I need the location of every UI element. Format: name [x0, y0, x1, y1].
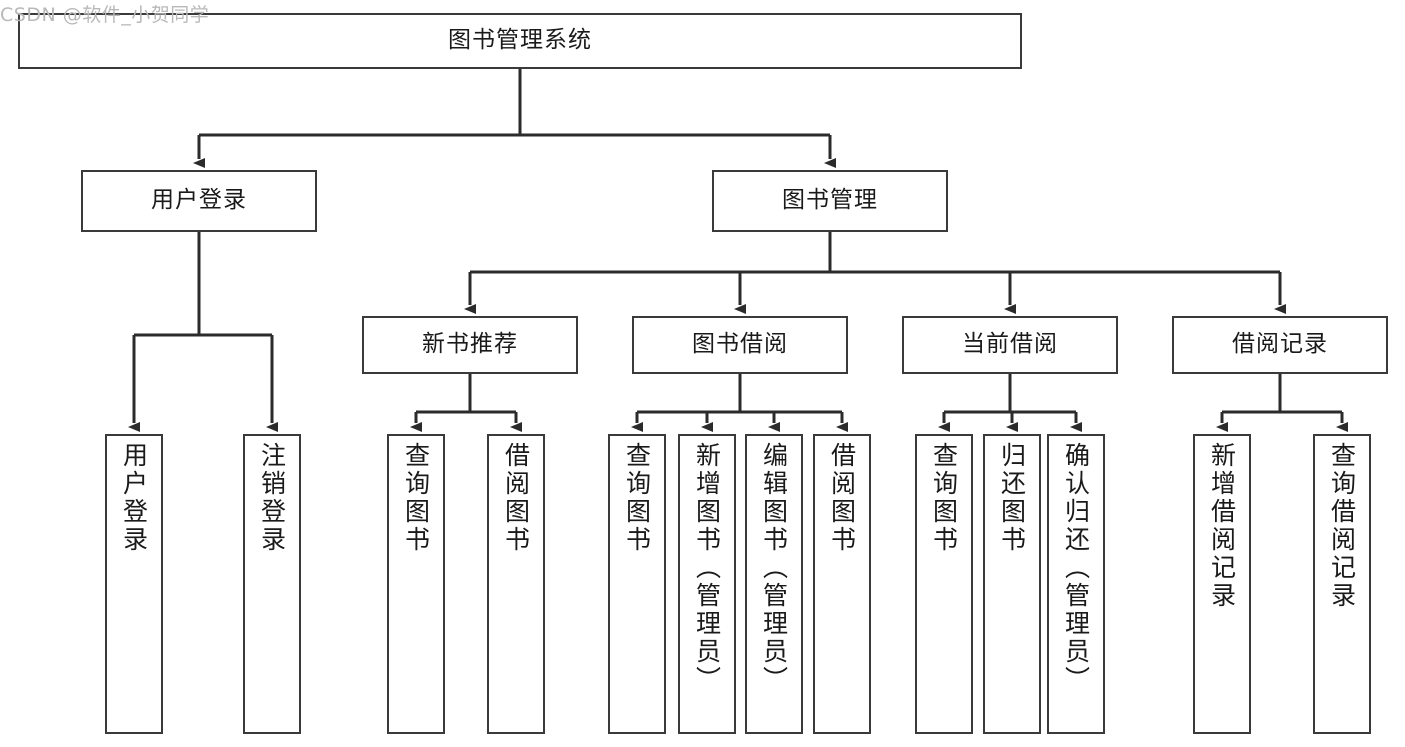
node-leaf-leaf-query-record: 查询借阅记录 — [1313, 434, 1371, 734]
node-leaf-leaf-query-book-3: 查询图书 — [915, 434, 973, 734]
node-level3-current-borrow: 当前借阅 — [902, 316, 1118, 374]
node-label: 编辑图书（管理员） — [759, 442, 789, 694]
node-level3-borrow-record: 借阅记录 — [1172, 316, 1388, 374]
node-leaf-leaf-confirm-return: 确认归还（管理员） — [1047, 434, 1105, 734]
node-label: 归还图书 — [997, 442, 1027, 554]
node-leaf-leaf-return-book: 归还图书 — [983, 434, 1041, 734]
csdn-watermark: CSDN @软件_小贺同学 — [0, 4, 210, 26]
node-leaf-leaf-logout: 注销登录 — [243, 434, 301, 734]
node-leaf-leaf-query-book-2: 查询图书 — [608, 434, 666, 734]
node-label: 用户登录 — [119, 442, 149, 554]
node-label: 查询图书 — [401, 442, 431, 554]
node-label: 新书推荐 — [422, 331, 518, 358]
node-label: 图书借阅 — [692, 331, 788, 358]
node-leaf-leaf-borrow-book-2: 借阅图书 — [813, 434, 871, 734]
node-label: 图书管理系统 — [448, 27, 592, 54]
node-label: 借阅记录 — [1232, 331, 1328, 358]
node-label: 当前借阅 — [962, 331, 1058, 358]
node-leaf-leaf-borrow-book-1: 借阅图书 — [487, 434, 545, 734]
node-level2-book-manage: 图书管理 — [712, 170, 948, 232]
node-label: 借阅图书 — [827, 442, 857, 554]
node-leaf-leaf-edit-book: 编辑图书（管理员） — [745, 434, 803, 734]
node-leaf-leaf-query-book-1: 查询图书 — [387, 434, 445, 734]
node-label: 查询图书 — [929, 442, 959, 554]
node-leaf-leaf-add-book: 新增图书（管理员） — [678, 434, 736, 734]
node-leaf-leaf-add-record: 新增借阅记录 — [1193, 434, 1251, 734]
node-root-root: 图书管理系统 — [18, 13, 1022, 69]
node-label: 查询图书 — [622, 442, 652, 554]
node-label: 查询借阅记录 — [1327, 442, 1357, 610]
node-level3-book-borrow: 图书借阅 — [632, 316, 848, 374]
node-label: 借阅图书 — [501, 442, 531, 554]
node-label: 图书管理 — [782, 187, 878, 214]
node-level2-user-login: 用户登录 — [81, 170, 317, 232]
node-level3-new-book-rec: 新书推荐 — [362, 316, 578, 374]
node-label: 新增借阅记录 — [1207, 442, 1237, 610]
node-leaf-leaf-user-login: 用户登录 — [105, 434, 163, 734]
node-label: 注销登录 — [257, 442, 287, 554]
node-label: 用户登录 — [151, 187, 247, 214]
node-label: 确认归还（管理员） — [1061, 442, 1091, 694]
node-label: 新增图书（管理员） — [692, 442, 722, 694]
